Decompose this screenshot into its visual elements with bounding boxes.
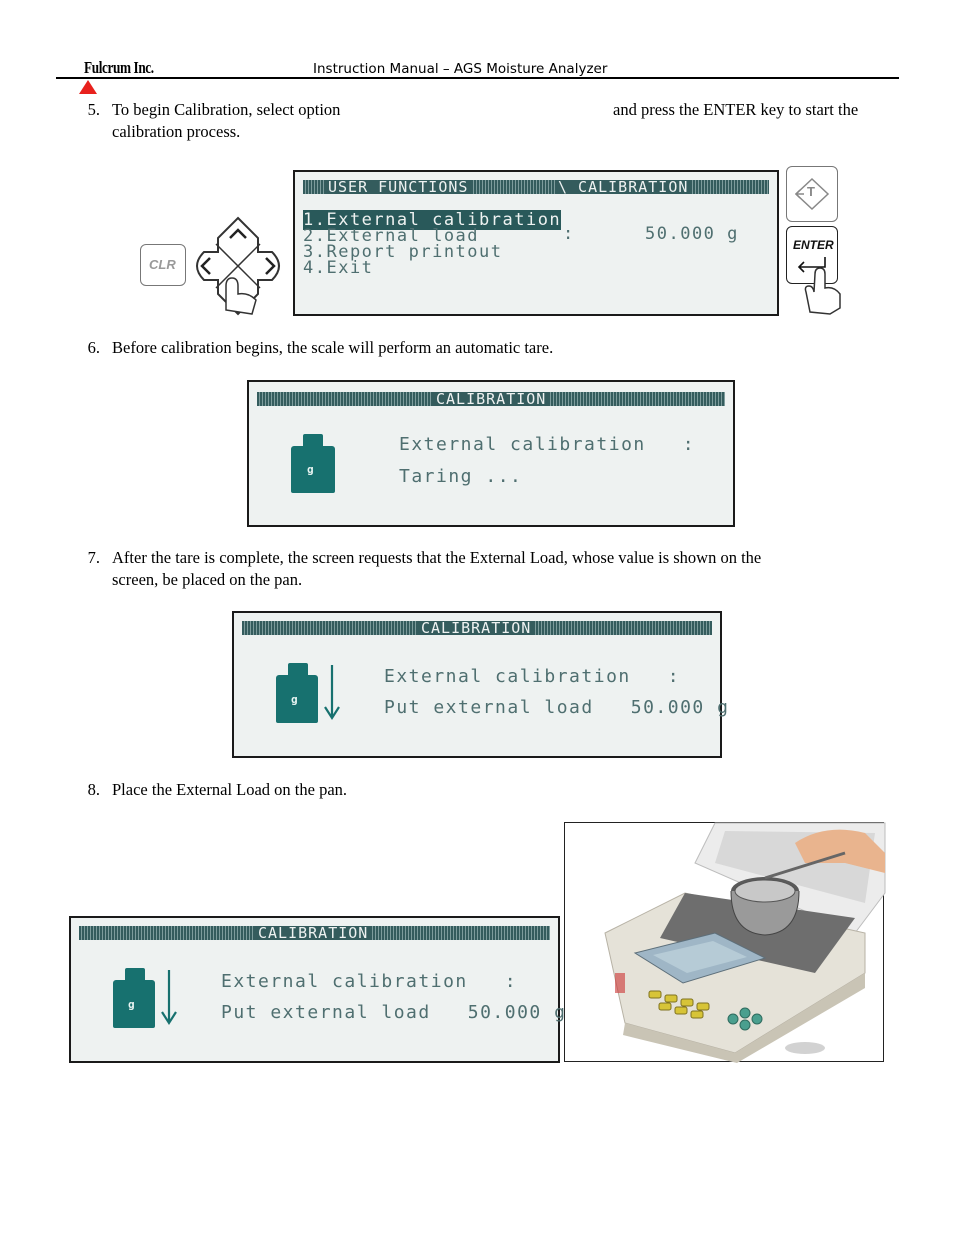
tare-icon [794,177,830,211]
lcd-title-bar: USER FUNCTIONS \ CALIBRATION [303,180,769,195]
lcd-line-1: External calibration : [221,971,518,992]
enter-arrow-icon [797,257,826,273]
enter-key-label: ENTER [793,238,834,252]
arrow-keypad[interactable] [186,214,290,318]
lcd-menu-item[interactable]: 4.Exit [303,258,374,278]
lcd-title: CALIBRATION [418,621,535,636]
down-arrow-icon [324,665,340,721]
lcd-title-bar: CALIBRATION [242,621,712,636]
clr-key[interactable]: CLR [140,244,186,286]
analyzer-photo [564,822,886,1063]
step-7-text: After the tare is complete, the screen r… [112,548,762,567]
down-arrow-icon [161,970,177,1026]
lcd-put-load-2: CALIBRATION g External calibration : Put… [69,916,565,1063]
step-7-text-cont: screen, be placed on the pan. [112,570,303,589]
lcd-title-right: \ CALIBRATION [555,180,692,195]
clr-key-label: CLR [149,257,176,272]
lcd-title: CALIBRATION [255,926,372,941]
enter-key[interactable]: ENTER [786,226,838,284]
weight-icon: g [291,434,335,493]
header-rule [56,77,899,79]
lcd-title-left: USER FUNCTIONS [325,180,472,195]
lcd-menu-item[interactable]: 3.Report printout [303,242,503,262]
step-6-text: Before calibration begins, the scale wil… [112,338,554,357]
step-5-number: 5. [87,100,100,119]
lcd-line-2: Put external load 50.000 g [221,1002,567,1023]
lcd-put-load: CALIBRATION g External calibration : Put… [232,611,728,758]
step-8-number: 8. [87,780,100,799]
lcd-title-bar: CALIBRATION [257,392,725,407]
brand-logo: Fulcrum Inc. [84,58,154,77]
lcd-title-bar: CALIBRATION [79,926,550,941]
header-marker [79,80,97,94]
lcd-menu-item-selected[interactable]: 1.External calibration [303,210,562,230]
step-6-number: 6. [87,338,100,357]
step-5-text-cont: calibration process. [112,122,241,141]
moisture-analyzer-image [604,822,886,1063]
lcd-line-1: External calibration : [399,434,696,455]
tare-key[interactable]: T [786,166,838,222]
weight-icon: g [113,968,155,1028]
lcd-colon: : [563,224,575,244]
step-8-text: Place the External Load on the pan. [112,780,348,799]
step-5-text-right: and press the ENTER key to start the [613,100,859,119]
lcd-load-value: 50.000 g [645,224,739,244]
page-header-title: Instruction Manual – AGS Moisture Analyz… [313,61,608,77]
lcd-menu-item[interactable]: 2.External load [303,226,480,246]
step-7-number: 7. [87,548,100,567]
weight-icon: g [276,663,318,723]
pressing-hand-icon [804,267,841,315]
step-5-text: To begin Calibration, select option [112,100,341,119]
lcd-line-2: Put external load 50.000 g [384,697,730,718]
lcd-title: CALIBRATION [433,392,550,407]
lcd-user-functions: USER FUNCTIONS \ CALIBRATION 1.External … [293,170,779,316]
lcd-line-1: External calibration : [384,666,681,687]
tare-key-label: T [807,184,815,199]
lcd-taring: CALIBRATION g External calibration : Tar… [247,380,735,527]
lcd-line-2: Taring ... [399,466,523,487]
